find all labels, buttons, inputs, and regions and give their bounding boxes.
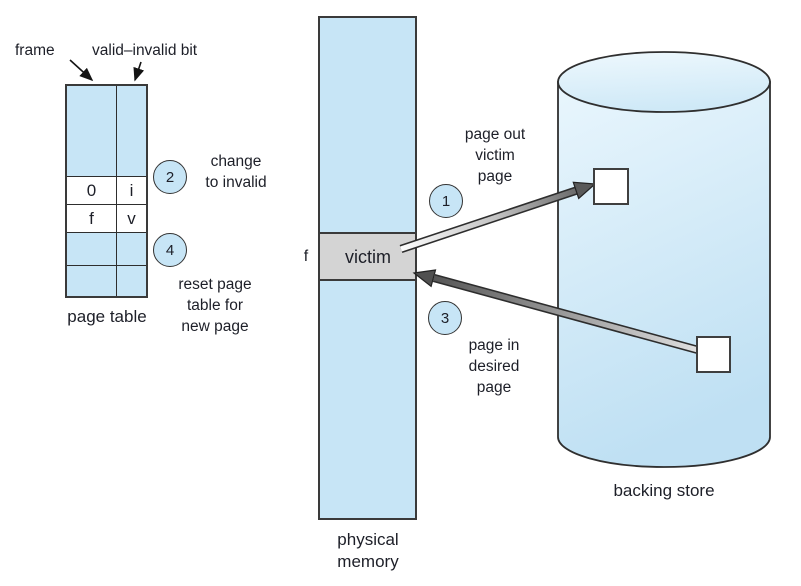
step-1-badge: 1 <box>429 184 463 218</box>
step-2-label: change to invalid <box>191 151 281 193</box>
backing-store-cylinder-body <box>557 81 771 468</box>
page-table-row <box>67 232 146 265</box>
backing-store-cylinder-top <box>557 51 771 113</box>
frame-cell <box>67 266 116 296</box>
frame-cell <box>67 86 116 176</box>
frame-cell <box>67 233 116 265</box>
step-1-line: victim <box>475 147 515 164</box>
frame-label: frame <box>15 42 55 59</box>
frame-cell: 0 <box>86 180 97 200</box>
step-4-line: reset page <box>178 276 252 293</box>
valid-invalid-bit-label: valid–invalid bit <box>92 42 198 59</box>
step-4-label: reset page table for new page <box>159 274 271 337</box>
victim-frame-cell <box>318 232 417 281</box>
page-table-row <box>67 86 146 176</box>
step-1-label: page out victim page <box>440 124 550 187</box>
step-3-line: page in <box>468 337 520 354</box>
victim-label: victim <box>345 247 391 267</box>
page-table-row: f v <box>67 204 146 232</box>
backing-store-caption: backing store <box>613 481 715 500</box>
backing-store-page-slot-bottom <box>696 336 731 373</box>
bit-cell: i <box>116 177 146 204</box>
step-4-line: table for <box>186 297 243 314</box>
step-3-label: page in desired page <box>439 335 549 398</box>
page-out-arrow <box>399 181 597 253</box>
step-2-badge: 2 <box>153 160 187 194</box>
bit-cell <box>116 233 146 265</box>
step-4-badge: 4 <box>153 233 187 267</box>
step-1-line: page out <box>464 126 526 143</box>
page-table-row <box>67 265 146 296</box>
step-2-line: change <box>210 153 262 170</box>
page-in-arrow <box>412 269 700 355</box>
step-4-line: new page <box>181 318 249 335</box>
frame-pointer-arrow <box>69 59 94 82</box>
page-table-caption: page table <box>67 307 147 326</box>
backing-store-page-slot-top <box>593 168 629 205</box>
bit-cell: v <box>116 205 146 232</box>
step-3-line: page <box>476 379 512 396</box>
step-2-line: to invalid <box>205 174 267 191</box>
step-3-number: 3 <box>440 309 450 327</box>
valid-invalid-pointer-arrow <box>133 61 145 82</box>
page-table-row: 0 i <box>67 176 146 204</box>
frame-cell: f <box>89 208 94 228</box>
step-3-line: desired <box>468 358 520 375</box>
bit-cell <box>116 266 146 296</box>
page-table: 0 i f v <box>65 84 148 298</box>
physical-memory-caption: physical memory <box>337 530 399 571</box>
step-1-number: 1 <box>441 192 451 210</box>
step-1-line: page <box>477 168 513 185</box>
step-3-badge: 3 <box>428 301 462 335</box>
bit-cell <box>116 86 146 176</box>
frame-letter-label: f <box>303 248 309 265</box>
step-2-number: 2 <box>165 168 175 186</box>
step-4-number: 4 <box>165 241 175 259</box>
